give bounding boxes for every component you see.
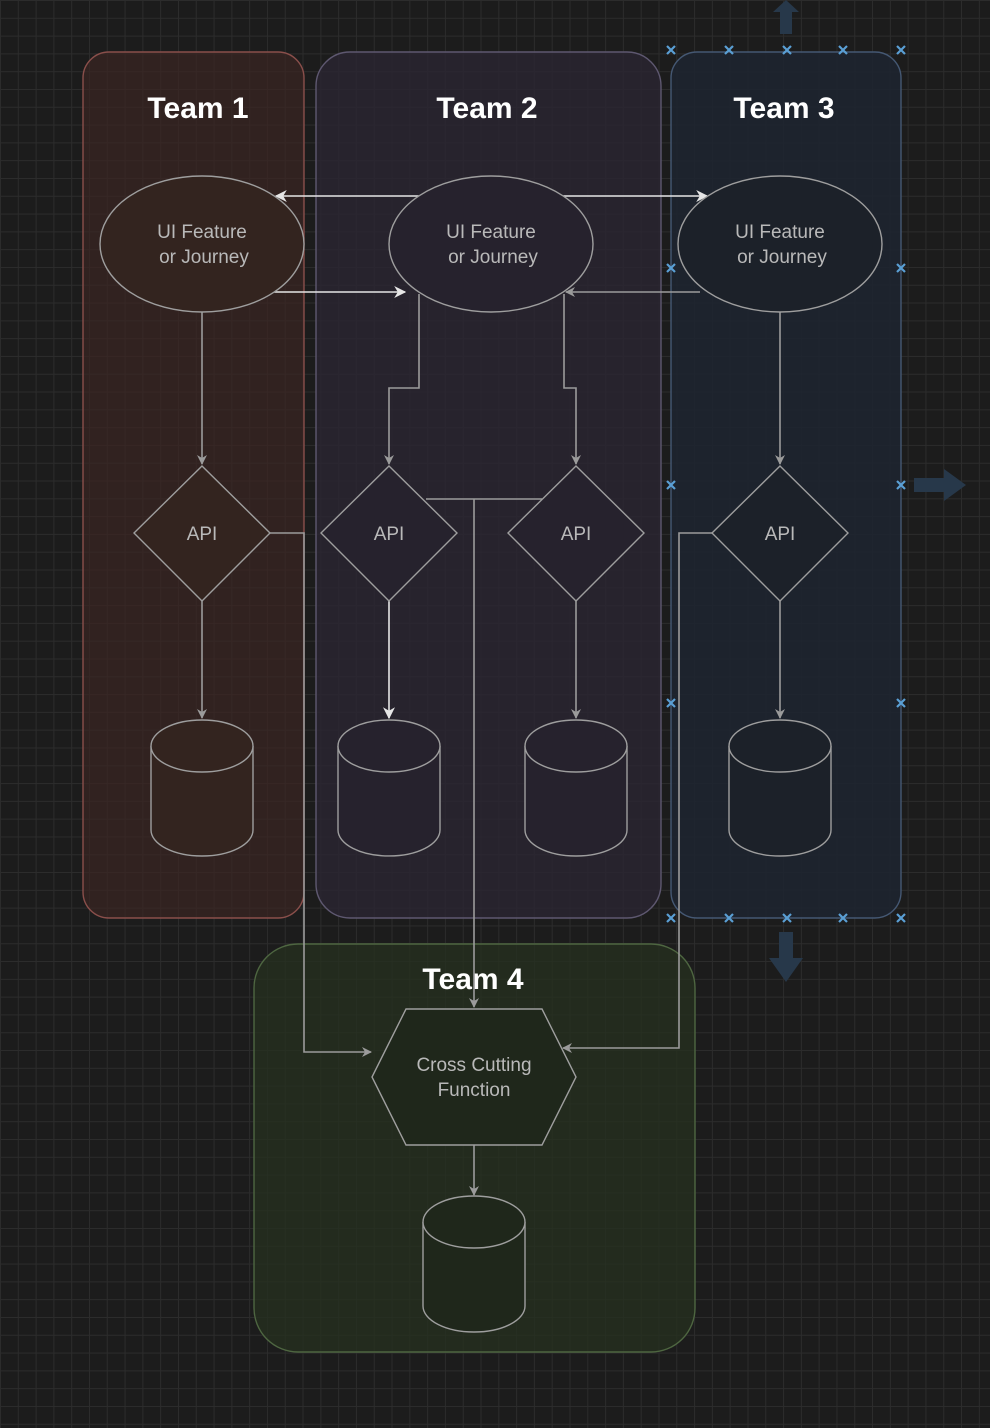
selection-handle-icon[interactable] (724, 45, 734, 55)
edge-api1-to-cross[interactable] (270, 532, 372, 1057)
node-api-3-label: API (765, 524, 796, 545)
edge-api2-to-cross[interactable] (426, 498, 542, 1007)
selection-handle-icon[interactable] (666, 698, 676, 708)
selection-handles[interactable] (666, 45, 906, 923)
edge-api3-to-cross[interactable] (562, 532, 712, 1053)
node-api-1[interactable]: API (133, 465, 271, 602)
node-cross-cutting-function[interactable]: Cross Cutting Function (371, 1008, 577, 1146)
selection-handle-icon[interactable] (666, 45, 676, 55)
node-ui-feature-3-line2: or Journey (737, 247, 827, 268)
selection-handle-icon[interactable] (724, 913, 734, 923)
selection-handle-icon[interactable] (666, 263, 676, 273)
node-ui-feature-1[interactable]: UI Feature or Journey (99, 175, 305, 313)
selection-handle-icon[interactable] (838, 913, 848, 923)
connect-arrow-up-icon[interactable] (773, 0, 799, 34)
selection-handle-icon[interactable] (666, 913, 676, 923)
lane-team-4-title: Team 4 (422, 963, 523, 996)
database-3-icon[interactable] (728, 719, 832, 857)
node-api-1-label: API (187, 524, 218, 545)
database-2a-icon[interactable] (337, 719, 441, 857)
selection-handle-icon[interactable] (896, 698, 906, 708)
node-ui-feature-2[interactable]: UI Feature or Journey (388, 175, 594, 313)
selection-handle-icon[interactable] (896, 913, 906, 923)
selection-handle-icon[interactable] (896, 263, 906, 273)
node-cross-cutting-line1: Cross Cutting (416, 1055, 531, 1076)
selection-handle-icon[interactable] (896, 45, 906, 55)
node-ui-feature-2-line1: UI Feature (446, 222, 536, 243)
connect-arrow-down-icon[interactable] (769, 932, 803, 982)
node-ui-feature-3[interactable]: UI Feature or Journey (677, 175, 883, 313)
selection-handle-icon[interactable] (782, 913, 792, 923)
edges (197, 190, 785, 1196)
node-ui-feature-2-line2: or Journey (448, 247, 538, 268)
node-api-3[interactable]: API (711, 465, 849, 602)
node-api-2b[interactable]: API (507, 465, 645, 602)
node-api-2a-label: API (374, 524, 405, 545)
selection-handle-icon[interactable] (838, 45, 848, 55)
node-api-2a[interactable]: API (320, 465, 458, 602)
edge-ui2-to-api2a[interactable] (384, 294, 420, 465)
node-ui-feature-3-line1: UI Feature (735, 222, 825, 243)
database-2b-icon[interactable] (524, 719, 628, 857)
selection-handle-icon[interactable] (896, 480, 906, 490)
lane-team-2-title: Team 2 (436, 92, 537, 125)
database-4-icon[interactable] (422, 1195, 526, 1333)
lane-team-3-title: Team 3 (733, 92, 834, 125)
lane-team-1-title: Team 1 (147, 92, 248, 125)
node-api-2b-label: API (561, 524, 592, 545)
selection-handle-icon[interactable] (666, 480, 676, 490)
edge-ui2-to-api2b[interactable] (563, 294, 581, 465)
node-ui-feature-1-line1: UI Feature (157, 222, 247, 243)
node-cross-cutting-line2: Function (438, 1080, 511, 1101)
selection-handle-icon[interactable] (782, 45, 792, 55)
connect-arrow-right-icon[interactable] (914, 469, 966, 501)
database-1-icon[interactable] (150, 719, 254, 857)
node-ui-feature-1-line2: or Journey (159, 247, 249, 268)
